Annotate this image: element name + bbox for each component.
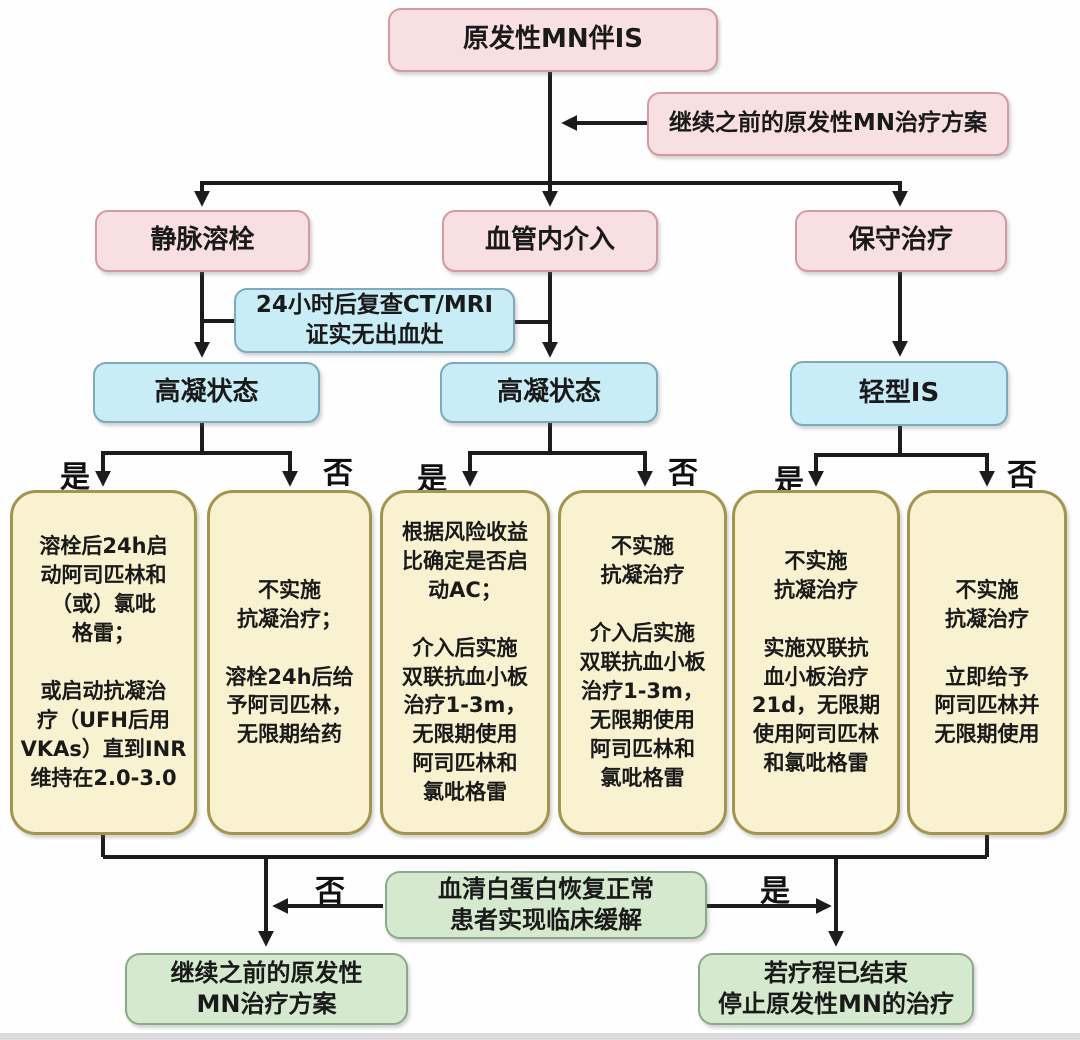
iv-thrombolysis-node: 静脉溶栓 <box>95 210 310 272</box>
endovascular-node: 血管内介入 <box>442 210 658 272</box>
ct-recheck-node: 24小时后复查CT/MRI 证实无出血灶 <box>234 288 515 353</box>
no-label-col3: 否 <box>1007 458 1037 493</box>
outcome-conservative-yes-node: 不实施 抗凝治疗 实施双联抗 血小板治疗 21d，无限期 使用阿司匹林 和氯吡格… <box>732 490 900 835</box>
outcome-endovascular-yes-node: 根据风险收益 比确定是否启 动AC； 介入后实施 双联抗血小板 治疗1-3m， … <box>380 490 550 835</box>
mild-is-node: 轻型IS <box>790 361 1008 426</box>
continue-mn-treatment-node: 继续之前的原发性 MN治疗方案 <box>125 953 408 1025</box>
outcome-thrombolysis-yes-node: 溶栓后24h启 动阿司匹林和 （或）氯吡 格雷； 或启动抗凝治 疗（UFH后用 … <box>10 490 197 835</box>
bottom-edge-strip <box>0 1033 1080 1040</box>
no-label-remission: 否 <box>315 874 345 909</box>
feedback-node: 继续之前的原发性MN治疗方案 <box>647 92 1009 156</box>
hypercoag-left-node: 高凝状态 <box>93 362 320 423</box>
yes-label-col1: 是 <box>60 460 90 495</box>
outcome-thrombolysis-no-node: 不实施 抗凝治疗； 溶栓24h后给 予阿司匹林， 无限期给药 <box>207 490 372 835</box>
yes-label-remission: 是 <box>760 874 790 909</box>
no-label-col1: 否 <box>323 456 353 491</box>
outcome-endovascular-no-node: 不实施 抗凝治疗 介入后实施 双联抗血小板 治疗1-3m， 无限期使用 阿司匹林… <box>558 490 727 835</box>
hypercoag-mid-node: 高凝状态 <box>440 362 658 423</box>
remission-check-node: 血清白蛋白恢复正常 患者实现临床缓解 <box>385 871 707 939</box>
outcome-conservative-no-node: 不实施 抗凝治疗 立即给予 阿司匹林并 无限期使用 <box>907 490 1067 835</box>
conservative-node: 保守治疗 <box>795 210 1007 272</box>
no-label-col2: 否 <box>668 456 698 491</box>
root-node: 原发性MN伴IS <box>388 8 718 72</box>
stop-mn-treatment-node: 若疗程已结束 停止原发性MN的治疗 <box>698 953 974 1025</box>
